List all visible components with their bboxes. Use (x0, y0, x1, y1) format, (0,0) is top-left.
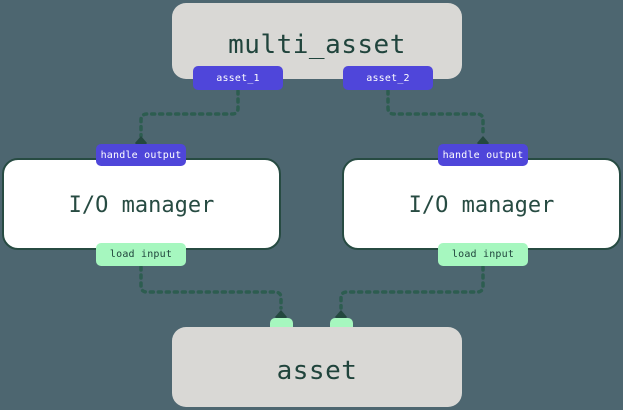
node-io-manager-right[interactable]: I/O manager (342, 158, 621, 250)
node-io-manager-left[interactable]: I/O manager (2, 158, 281, 250)
badge-handle-output-right[interactable]: handle output (438, 144, 528, 166)
badge-asset-2[interactable]: asset_2 (343, 66, 433, 90)
badge-asset-1[interactable]: asset_1 (193, 66, 283, 90)
node-io-manager-right-title: I/O manager (408, 193, 555, 218)
node-multi-asset-title: multi_asset (228, 30, 406, 60)
badge-handle-output-left[interactable]: handle output (96, 144, 186, 166)
edge-load-input-left-to-asset-port-left (139, 265, 283, 310)
edge-asset2-to-handle-output-right (386, 89, 485, 138)
node-asset[interactable]: asset (172, 327, 462, 407)
edge-asset1-to-handle-output-left (139, 89, 240, 138)
badge-load-input-right-label: load input (451, 249, 515, 260)
badge-load-input-left[interactable]: load input (96, 243, 186, 266)
badge-asset-2-label: asset_2 (366, 72, 410, 84)
node-io-manager-left-title: I/O manager (68, 193, 215, 218)
badge-handle-output-left-label: handle output (100, 149, 182, 161)
badge-load-input-right[interactable]: load input (438, 243, 528, 266)
edge-load-input-right-to-asset-port-right (339, 265, 485, 310)
badge-handle-output-right-label: handle output (442, 149, 524, 161)
badge-asset-1-label: asset_1 (216, 72, 260, 84)
node-asset-title: asset (276, 356, 358, 386)
badge-load-input-left-label: load input (109, 249, 173, 260)
